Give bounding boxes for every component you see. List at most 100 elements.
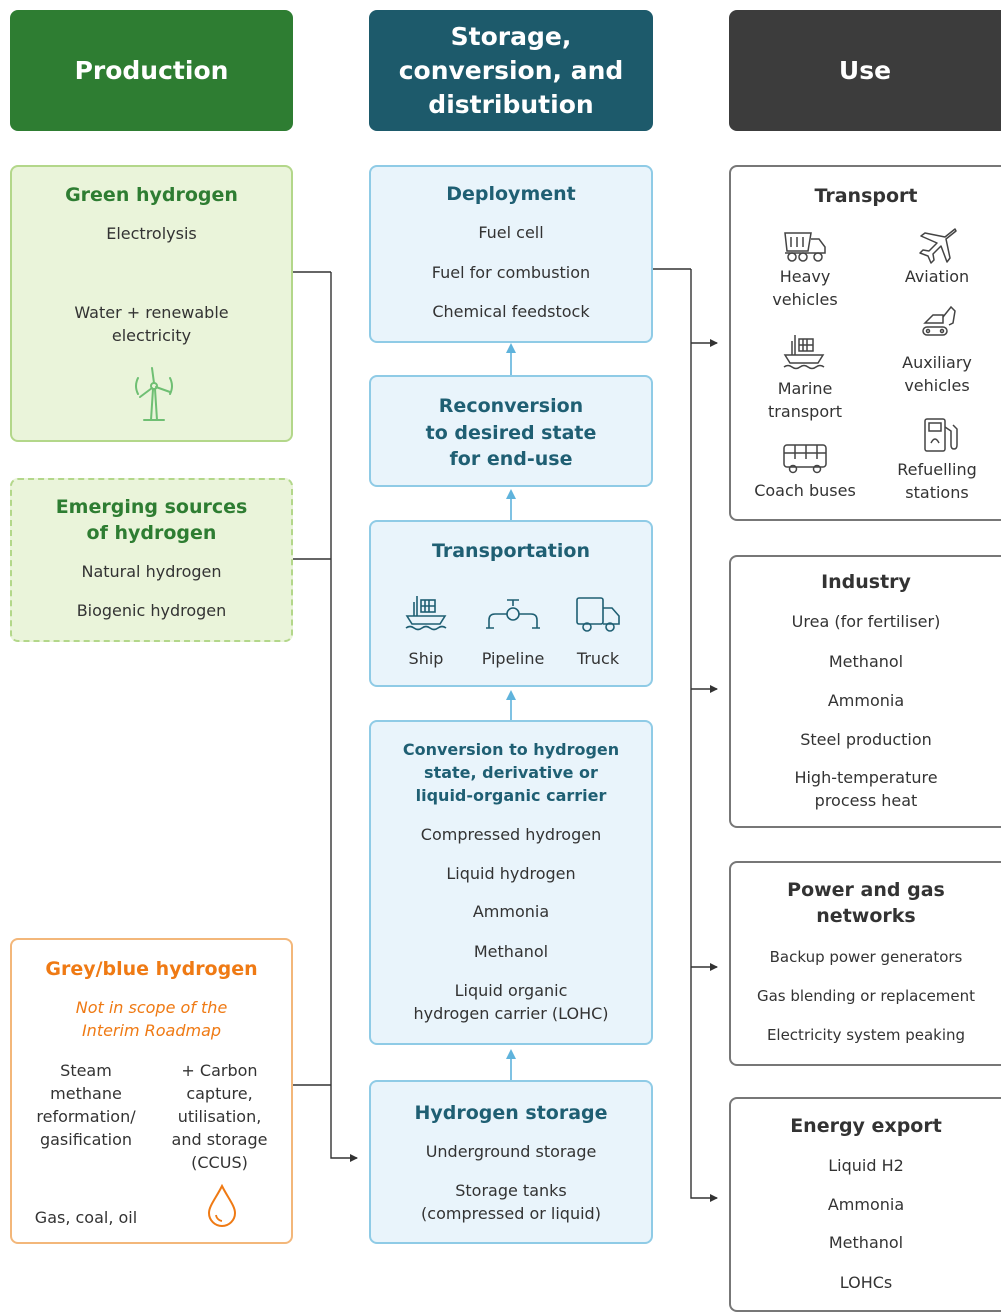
gas-blending-label: Gas blending or replacement	[756, 987, 976, 1005]
transport-title: Transport	[814, 185, 918, 207]
not-in-scope-line-1: Not in scope of the	[75, 998, 228, 1017]
use-header-label: Use	[838, 55, 892, 85]
ccus-line-1: + Carbon	[181, 1061, 258, 1080]
ccus-block: + Carbon capture, utilisation, and stora…	[152, 1061, 287, 1173]
auxiliary-vehicles-line-2: vehicles	[904, 376, 970, 395]
production-trunk	[330, 272, 358, 1162]
methanol-label: Methanol	[473, 942, 549, 961]
conversion-box: Conversion to hydrogen state, derivative…	[369, 720, 653, 1045]
aviation-label: Aviation	[904, 267, 970, 286]
chemical-feedstock-label: Chemical feedstock	[432, 302, 590, 321]
lohcs-label: LOHCs	[839, 1273, 893, 1292]
storage-header-line-3: distribution	[428, 89, 594, 119]
fuel-combustion-label: Fuel for combustion	[431, 263, 591, 282]
green-hydrogen-box: Green hydrogen Electrolysis Water + rene…	[10, 165, 293, 442]
conversion-title-line-2: state, derivative or	[424, 763, 598, 782]
electricity-peaking-label: Electricity system peaking	[766, 1026, 966, 1044]
power-gas-title-line-1: Power and gas	[787, 879, 945, 901]
underground-storage-label: Underground storage	[425, 1142, 597, 1161]
ccus-line-3: utilisation,	[177, 1107, 262, 1126]
power-gas-title-line-2: networks	[816, 905, 916, 927]
liquid-h2-label: Liquid H2	[828, 1156, 904, 1175]
deployment-title: Deployment	[446, 183, 576, 205]
grey-blue-title: Grey/blue hydrogen	[45, 958, 258, 980]
backup-power-label: Backup power generators	[769, 948, 963, 966]
process-heat-line-1: High-temperature	[794, 768, 938, 787]
auxiliary-vehicles-line-1: Auxiliary	[902, 353, 972, 372]
marine-ship-icon	[783, 335, 825, 370]
export-ammonia-label: Ammonia	[827, 1195, 905, 1214]
storage-header: Storage, conversion, and distribution	[369, 10, 653, 131]
energy-export-title: Energy export	[790, 1115, 942, 1137]
emerging-title-line-2: of hydrogen	[86, 522, 217, 544]
not-in-scope-line-2: Interim Roadmap	[81, 1021, 222, 1040]
conversion-title-line-1: Conversion to hydrogen	[402, 740, 620, 759]
storage-tanks-line-1: Storage tanks	[455, 1181, 567, 1200]
fuel-pump-icon	[924, 418, 958, 452]
ship-icon	[405, 596, 447, 631]
industry-methanol-label: Methanol	[828, 652, 904, 671]
transportation-title: Transportation	[431, 540, 590, 562]
storage-tanks-line-2: (compressed or liquid)	[421, 1204, 601, 1223]
production-header-label: Production	[74, 55, 229, 85]
compressed-hydrogen-label: Compressed hydrogen	[420, 825, 602, 844]
airplane-icon	[919, 228, 957, 264]
natural-hydrogen-label: Natural hydrogen	[81, 562, 222, 581]
conversion-title-line-3: liquid-organic carrier	[415, 786, 607, 805]
hydrogen-storage-box: Hydrogen storage Underground storage Sto…	[369, 1080, 653, 1244]
heavy-vehicle-icon	[784, 232, 826, 262]
ammonia-label: Ammonia	[472, 902, 550, 921]
export-methanol-label: Methanol	[828, 1233, 904, 1252]
industry-ammonia-label: Ammonia	[827, 691, 905, 710]
steam-line-4: gasification	[39, 1130, 133, 1149]
fossil-inputs-label: Gas, coal, oil	[34, 1208, 138, 1227]
grey-blue-hydrogen-box: Grey/blue hydrogen Not in scope of the I…	[10, 938, 293, 1244]
transport-box: Transport Heavy vehicles Aviation Marine…	[729, 165, 1001, 521]
water-renewable-line-1: Water + renewable	[74, 303, 229, 322]
lohc-line-2: hydrogen carrier (LOHC)	[413, 1004, 609, 1023]
industry-title: Industry	[821, 571, 911, 593]
refuelling-stations-line-2: stations	[905, 483, 969, 502]
steam-line-2: methane	[50, 1084, 122, 1103]
storage-header-line-1: Storage,	[450, 21, 572, 51]
coach-buses-label: Coach buses	[754, 481, 856, 500]
emerging-title-line-1: Emerging sources	[55, 496, 248, 518]
heavy-vehicles-line-1: Heavy	[779, 267, 831, 286]
steam-line-1: Steam	[60, 1061, 112, 1080]
lohc-line-1: Liquid organic	[454, 981, 568, 1000]
ccus-line-5: (CCUS)	[191, 1153, 248, 1172]
biogenic-hydrogen-label: Biogenic hydrogen	[76, 601, 227, 620]
electrolysis-label: Electrolysis	[106, 224, 197, 243]
production-header: Production	[10, 10, 293, 131]
reconversion-line-3: for end-use	[449, 448, 573, 470]
use-header: Use	[729, 10, 1001, 131]
pipeline-label: Pipeline	[481, 649, 545, 668]
refuelling-stations-line-1: Refuelling	[897, 460, 977, 479]
bus-icon	[783, 444, 827, 474]
deployment-box: Deployment Fuel cell Fuel for combustion…	[369, 165, 653, 343]
steam-line-3: reformation/	[36, 1107, 136, 1126]
ccus-line-2: capture,	[186, 1084, 253, 1103]
marine-transport-line-1: Marine	[777, 379, 833, 398]
storage-header-line-2: conversion, and	[398, 55, 624, 85]
reconversion-box: Reconversion to desired state for end-us…	[369, 375, 653, 487]
transportation-box: Transportation Ship Pipeline Truck	[369, 520, 653, 687]
urea-label: Urea (for fertiliser)	[791, 612, 941, 631]
steel-production-label: Steel production	[800, 730, 932, 749]
pipeline-icon	[486, 599, 540, 629]
wind-turbine-icon	[135, 367, 173, 421]
reconversion-line-2: to desired state	[425, 422, 597, 444]
fuel-cell-label: Fuel cell	[478, 223, 544, 242]
heavy-vehicles-line-2: vehicles	[772, 290, 838, 309]
droplet-icon	[207, 1184, 237, 1227]
ship-label: Ship	[408, 649, 444, 668]
marine-transport-line-2: transport	[768, 402, 842, 421]
power-gas-box: Power and gas networks Backup power gene…	[729, 861, 1001, 1066]
energy-export-box: Energy export Liquid H2 Ammonia Methanol…	[729, 1097, 1001, 1312]
ccus-line-4: and storage	[171, 1130, 268, 1149]
liquid-hydrogen-label: Liquid hydrogen	[446, 864, 576, 883]
industry-box: Industry Urea (for fertiliser) Methanol …	[729, 555, 1001, 828]
process-heat-line-2: process heat	[814, 791, 918, 810]
reconversion-line-1: Reconversion	[438, 395, 584, 417]
truck-icon	[576, 597, 620, 632]
